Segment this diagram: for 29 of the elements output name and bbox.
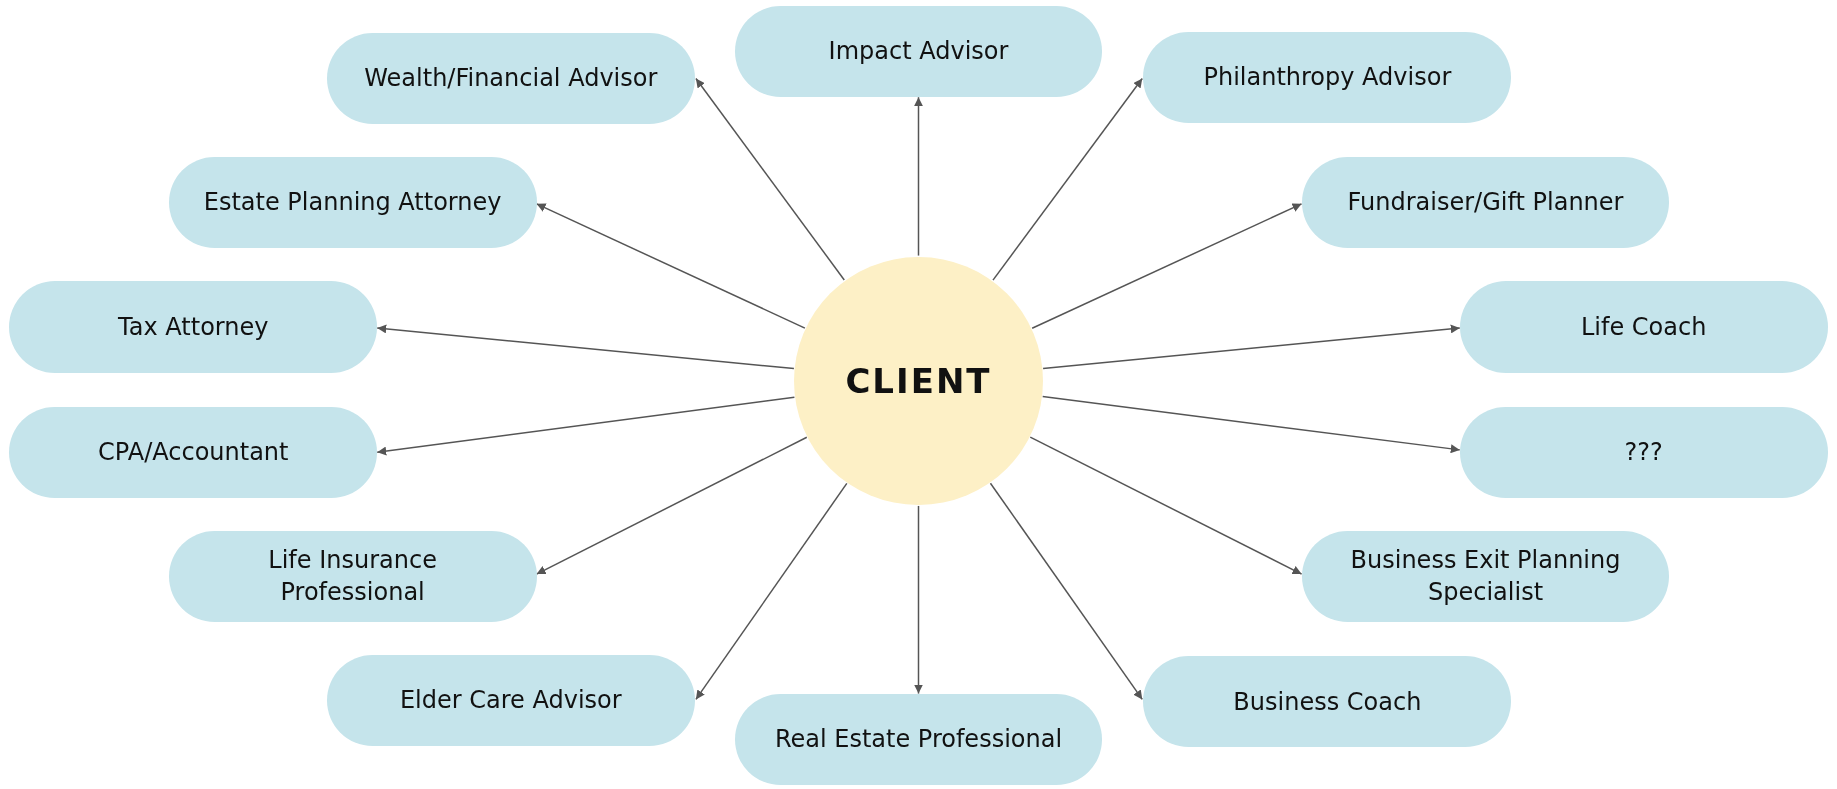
arrow xyxy=(914,96,923,257)
arrow xyxy=(535,203,806,329)
role-label: Impact Advisor xyxy=(828,36,1009,68)
role-label: Philanthropy Advisor xyxy=(1203,62,1452,94)
role-label: CPA/Accountant xyxy=(98,437,289,468)
arrow xyxy=(989,482,1143,701)
arrow xyxy=(695,482,848,701)
arrow xyxy=(695,77,845,281)
arrow xyxy=(992,77,1143,281)
role-label: Tax Attorney xyxy=(118,311,269,343)
role-label: ??? xyxy=(1624,437,1663,468)
role-label: Business Exit Planning Specialist xyxy=(1349,545,1622,609)
client-label: CLIENT xyxy=(845,360,992,401)
arrow xyxy=(914,505,923,695)
arrow xyxy=(535,436,808,575)
role-label: Fundraiser/Gift Planner xyxy=(1347,187,1624,219)
role-label: Wealth/Financial Advisor xyxy=(364,63,658,95)
role-label: Real Estate Professional xyxy=(774,724,1063,756)
role-label: Life Coach xyxy=(1580,311,1707,343)
arrow xyxy=(1042,324,1461,370)
role-label: Estate Planning Attorney xyxy=(203,187,502,219)
arrow xyxy=(376,396,796,456)
role-label: Business Coach xyxy=(1233,686,1422,718)
role-label: Life Insurance Professional xyxy=(267,545,438,609)
arrow xyxy=(1029,436,1303,575)
arrow xyxy=(1041,395,1461,454)
arrow xyxy=(1031,203,1303,329)
arrow xyxy=(376,324,795,370)
role-label: Elder Care Advisor xyxy=(399,685,622,717)
